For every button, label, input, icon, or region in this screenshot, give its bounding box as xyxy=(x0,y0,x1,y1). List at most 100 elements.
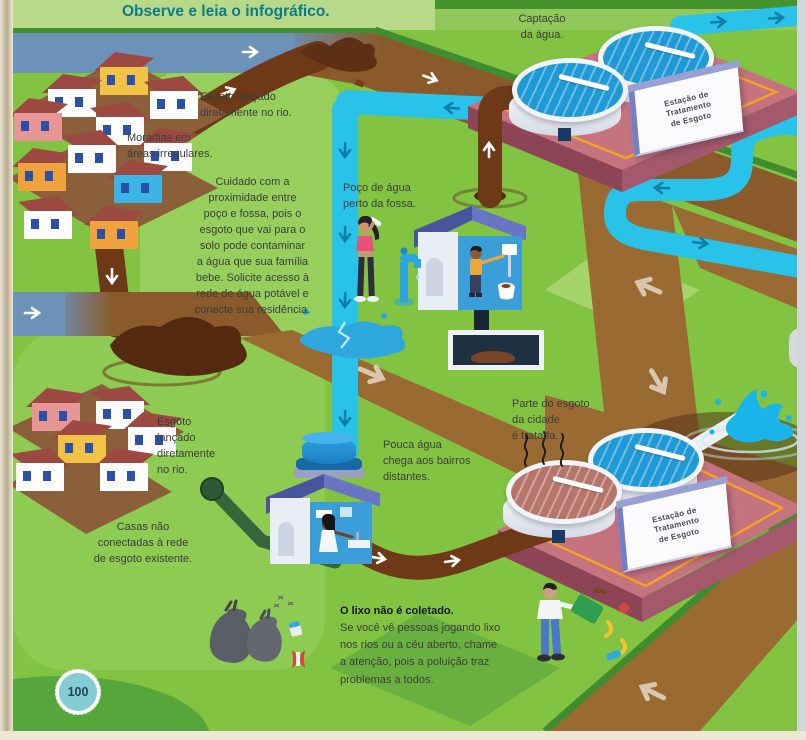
river-mix-mid xyxy=(65,292,113,336)
sewage-spill-top xyxy=(300,37,377,72)
label-cuidado: Cuidado com a proximidade entre poço e f… xyxy=(194,176,311,316)
clean-water-splash xyxy=(725,389,794,443)
kitchen-cutaway xyxy=(310,502,372,564)
house xyxy=(8,98,68,144)
sign-text: Estação de Tratamento de Esgoto xyxy=(651,506,701,545)
flow-arrow-icon xyxy=(105,267,119,286)
field-bottom xyxy=(330,612,560,726)
water-tank-clarifier xyxy=(506,58,628,144)
flow-arrow-icon xyxy=(422,72,439,84)
river-bank-strip xyxy=(13,28,378,34)
pipe-arrow-icon xyxy=(442,101,461,115)
house-body xyxy=(68,145,116,173)
road-arrow-icon xyxy=(649,368,668,395)
pipe-arrow-icon xyxy=(767,11,786,25)
callout-lixo-title: O lixo não é coletado. xyxy=(340,605,454,617)
splash-droplet xyxy=(786,415,792,421)
label-esgoto-rio-top: Esgoto lançado diretamente no rio. xyxy=(200,91,292,119)
label-moradias: Moradias em áreas irregulares. xyxy=(127,132,213,160)
house xyxy=(94,52,154,98)
water-pipe-topright xyxy=(670,5,806,36)
house xyxy=(12,148,72,194)
house-door xyxy=(426,258,443,296)
callout-lixo: O lixo não é coletado. Se você vê pessoa… xyxy=(340,603,550,689)
page-left-margin xyxy=(0,0,13,740)
house-near-well xyxy=(414,196,526,314)
flow-arrow-icon xyxy=(443,554,462,568)
road-arrow-icon xyxy=(638,681,667,702)
house xyxy=(146,76,202,122)
dark-grass-patch xyxy=(0,676,210,740)
page-bottom-margin xyxy=(0,731,806,740)
house xyxy=(84,206,144,252)
page-title: Observe e leia o infográfico. xyxy=(122,3,330,20)
house xyxy=(122,412,182,458)
manhole xyxy=(200,477,224,501)
pipe-arrow-icon xyxy=(652,181,671,195)
road-arrow-icon xyxy=(357,364,386,385)
house xyxy=(64,130,120,176)
label-esgoto-rio-esq: Esgoto lançado diretamente no rio. xyxy=(157,416,216,476)
house-body xyxy=(18,163,66,191)
splash-droplet xyxy=(715,399,721,405)
house xyxy=(12,448,68,494)
callout-lixo-body: Se você vê pessoas jogando lixo nos rios… xyxy=(340,621,501,686)
flow-arrow-icon xyxy=(220,86,237,98)
watertank-lid xyxy=(302,432,356,444)
pipe-arrow-icon xyxy=(691,236,710,250)
leak-puddle xyxy=(299,321,406,359)
flow-arrow-icon xyxy=(482,140,496,159)
house xyxy=(20,196,76,242)
bathroom-cutaway xyxy=(458,236,522,310)
house-distant-neighborhood xyxy=(266,432,380,570)
house-body xyxy=(100,463,148,491)
page-right-margin xyxy=(797,0,806,740)
road-arrow-icon xyxy=(634,276,663,297)
pipe-crack-icon xyxy=(337,321,351,349)
water-pipe-zigzag xyxy=(603,113,806,279)
septic-sludge xyxy=(471,351,515,363)
house xyxy=(52,420,112,466)
splash-droplet xyxy=(760,390,768,398)
pipe-arrow-icon xyxy=(709,15,728,29)
person-dumping-trash-figure xyxy=(537,582,629,662)
house-body xyxy=(114,175,162,203)
platform-bottom-side xyxy=(642,512,806,622)
house-body xyxy=(90,221,138,249)
tank-door xyxy=(558,128,571,141)
sewage-speck xyxy=(354,78,365,88)
house-body xyxy=(24,211,72,239)
watertank-platform xyxy=(294,468,364,478)
page-number-badge: 100 xyxy=(55,669,101,715)
treeline-strip xyxy=(435,0,797,9)
house-body xyxy=(100,67,148,95)
pipe-arrow-icon xyxy=(338,409,352,428)
house-body xyxy=(14,113,62,141)
house xyxy=(138,128,198,174)
tank-door xyxy=(552,530,565,543)
well-tap-icon xyxy=(394,247,421,306)
tank-lid xyxy=(512,58,628,122)
house xyxy=(108,160,168,206)
label-pouca-agua: Pouca água chega aos bairros distantes. xyxy=(383,439,471,483)
pipe-arrow-icon xyxy=(338,225,352,244)
river-polluted-mid xyxy=(65,292,285,336)
splash-droplet xyxy=(709,429,715,435)
label-captacao: Captação da água. xyxy=(518,13,566,41)
label-casas-nao-conectadas: Casas não conectadas à rede de esgoto ex… xyxy=(93,521,193,565)
house-body xyxy=(58,435,106,463)
light-field-left xyxy=(140,72,345,348)
woman-at-sink-figure xyxy=(316,507,370,552)
house-door xyxy=(278,522,294,556)
flow-arrow-icon xyxy=(369,551,388,565)
platform-top-side xyxy=(622,92,800,192)
dirt-road-center xyxy=(240,330,565,476)
woman-drinking-figure xyxy=(354,215,382,302)
sewage-spill-mid xyxy=(110,317,247,376)
pipe-arrow-icon xyxy=(338,141,352,160)
sewage-pipe-into-station xyxy=(478,84,536,208)
leak-droplet xyxy=(303,309,309,315)
person-flushing-toilet-figure xyxy=(469,244,517,300)
septic-tank-fossa xyxy=(448,330,544,370)
